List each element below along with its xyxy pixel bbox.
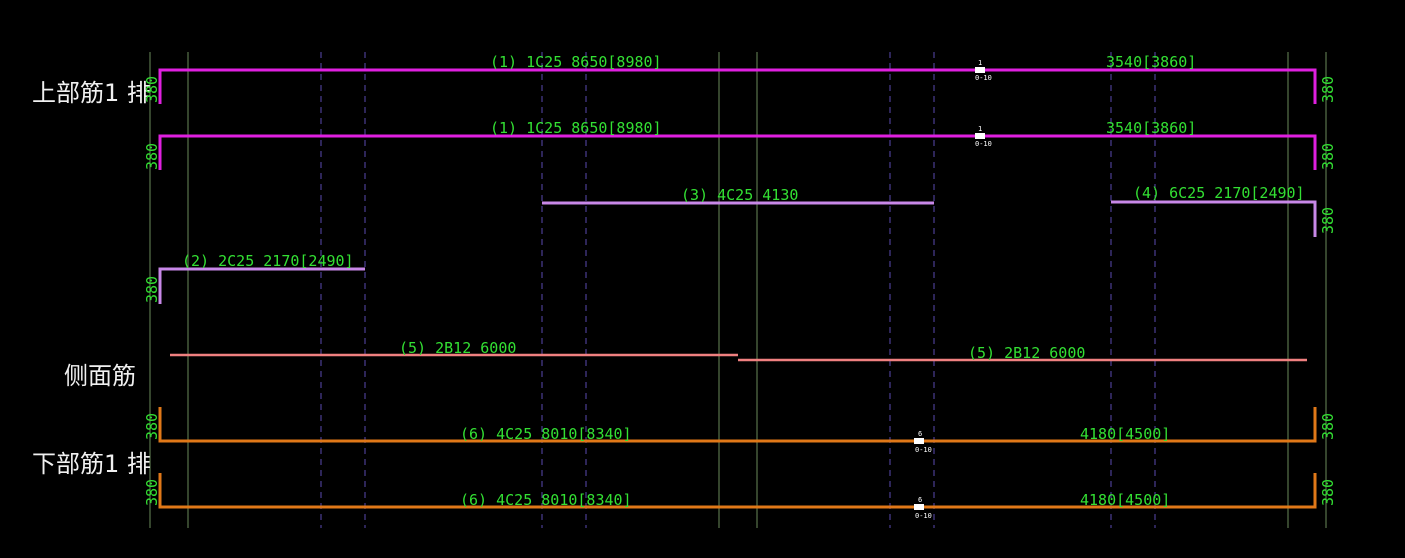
side-bar-1: (5) 2B12 6000 — [170, 339, 738, 357]
bottom-bar-2: (6) 4C25 8010[8340] 4180[4500] 380 380 6… — [143, 473, 1337, 520]
bar-label: (6) 4C25 8010[8340] — [460, 491, 632, 509]
hook-dim-left: 380 — [143, 76, 161, 103]
splice-box — [975, 67, 985, 73]
top-bar-2: (1) 1C25 8650[8980] 3540[3860] 380 380 1… — [143, 119, 1337, 170]
top-bar-1: (1) 1C25 8650[8980] 3540[3860] 380 380 1… — [143, 53, 1337, 104]
splice-marker: 1 0-10 — [975, 125, 992, 148]
splice-num: 0-10 — [915, 446, 932, 454]
hook-dim-right: 380 — [1319, 413, 1337, 440]
hook-dim-right: 380 — [1319, 479, 1337, 506]
splice-marker: 6 0-10 — [914, 496, 932, 520]
hook-dim-left: 380 — [143, 413, 161, 440]
hook-dim-right: 380 — [1319, 76, 1337, 103]
middle-bar-3: (3) 4C25 4130 — [542, 186, 934, 205]
rebar-line — [158, 68, 1317, 104]
splice-box — [914, 504, 924, 510]
bar-label: (2) 2C25 2170[2490] — [182, 252, 354, 270]
side-bar-2: (5) 2B12 6000 — [738, 344, 1307, 362]
splice-marker: 6 0-10 — [914, 430, 932, 454]
grid-lines — [149, 52, 1327, 528]
hook-dim-right: 380 — [1319, 207, 1337, 234]
bar-label-right: 3540[3860] — [1106, 53, 1196, 71]
hook-dim-right: 380 — [1319, 143, 1337, 170]
splice-marker: 1 0-10 — [975, 59, 992, 82]
splice-top: 6 — [918, 430, 922, 438]
bar-label-right: 4180[4500] — [1080, 425, 1170, 443]
support-bar-2: (2) 2C25 2170[2490] 380 — [143, 252, 365, 304]
bar-label-right: 3540[3860] — [1106, 119, 1196, 137]
row-label-side: 侧面筋 — [64, 362, 136, 390]
rebar-line — [158, 267, 365, 304]
rebar-line — [158, 407, 1317, 443]
support-bar-4: (4) 6C25 2170[2490] 380 — [1111, 184, 1337, 237]
splice-num: 0-10 — [975, 140, 992, 148]
bar-label: (1) 1C25 8650[8980] — [490, 119, 662, 137]
row-label-bottom: 下部筋1 排 — [32, 450, 151, 478]
row-label-top: 上部筋1 排 — [32, 79, 151, 107]
splice-num: 0-10 — [915, 512, 932, 520]
splice-box — [914, 438, 924, 444]
bar-label-right: 4180[4500] — [1080, 491, 1170, 509]
rebar-line — [158, 134, 1317, 170]
bar-label: (5) 2B12 6000 — [399, 339, 516, 357]
rebar-line — [1111, 200, 1317, 237]
bar-label: (4) 6C25 2170[2490] — [1133, 184, 1305, 202]
splice-top: 6 — [918, 496, 922, 504]
bottom-bar-1: (6) 4C25 8010[8340] 4180[4500] 380 380 6… — [143, 407, 1337, 454]
splice-box — [975, 133, 985, 139]
splice-num: 0-10 — [975, 74, 992, 82]
bar-label: (5) 2B12 6000 — [968, 344, 1085, 362]
hook-dim-left: 380 — [143, 143, 161, 170]
rebar-line — [158, 473, 1317, 509]
hook-dim-left: 380 — [143, 479, 161, 506]
bar-label: (1) 1C25 8650[8980] — [490, 53, 662, 71]
splice-top: 1 — [978, 125, 982, 133]
bar-label: (3) 4C25 4130 — [681, 186, 798, 204]
hook-dim-left: 380 — [143, 276, 161, 303]
bar-label: (6) 4C25 8010[8340] — [460, 425, 632, 443]
splice-top: 1 — [978, 59, 982, 67]
